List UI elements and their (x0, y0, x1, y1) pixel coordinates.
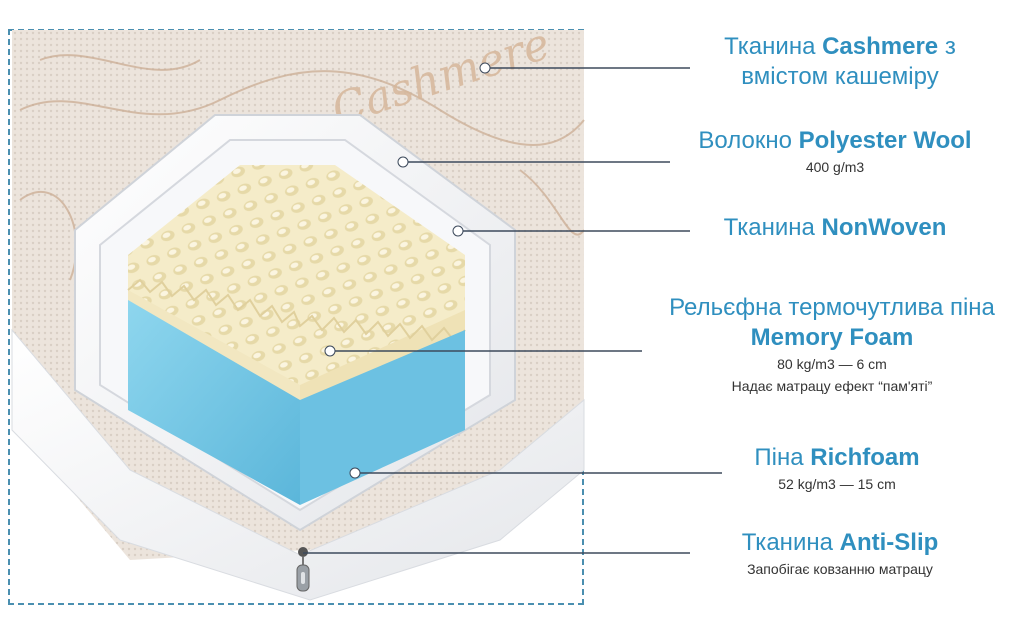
label-memory-foam-note-1: 80 kg/m3 — 6 cm (777, 356, 887, 372)
zipper-pull-icon (296, 547, 310, 592)
label-richfoam-note: 52 kg/m3 — 15 cm (778, 476, 896, 492)
anti-slip-fabric (11, 328, 585, 601)
label-memory-foam-note-2: Надає матрацу ефект “пам'яті” (731, 378, 933, 394)
memory-foam-zigzag (127, 278, 466, 344)
cover-quilting (19, 54, 585, 281)
richfoam-right (300, 330, 465, 505)
label-memory-foam-line1: Рельєфна термочутлива піна (669, 294, 995, 321)
label-memory-foam: Рельєфна термочутлива піна Memory Foam 8… (642, 293, 1022, 397)
label-cashmere: Тканина Cashmere з вмістом кашеміру (690, 32, 990, 92)
leader-dots (324, 62, 491, 479)
label-cashmere-title: Тканина Cashmere з (724, 33, 956, 60)
label-richfoam: Піна Richfoam 52 kg/m3 — 15 cm (722, 443, 952, 495)
richfoam-front (128, 300, 300, 505)
label-polyester-wool-title: Волокно Polyester Wool (698, 127, 972, 154)
label-memory-foam-title: Memory Foam (750, 324, 914, 351)
label-nonwoven-title: Тканина NonWoven (723, 214, 947, 241)
leader-lines (303, 67, 722, 554)
label-nonwoven: Тканина NonWoven (690, 213, 980, 243)
label-anti-slip: Тканина Anti-Slip Запобігає ковзанню мат… (690, 528, 990, 580)
label-polyester-wool-note: 400 g/m3 (805, 159, 865, 175)
label-anti-slip-note: Запобігає ковзанню матрацу (747, 561, 933, 577)
label-richfoam-title: Піна Richfoam (754, 444, 920, 471)
label-polyester-wool: Волокно Polyester Wool 400 g/m3 (670, 126, 1000, 178)
label-anti-slip-title: Тканина Anti-Slip (741, 529, 939, 556)
label-cashmere-line2: вмістом кашеміру (741, 63, 939, 90)
